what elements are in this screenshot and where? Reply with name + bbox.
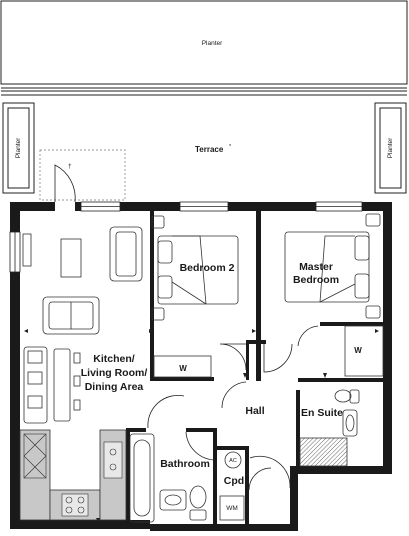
kitchen-counter xyxy=(19,429,127,521)
kitchen-door[interactable] xyxy=(147,395,185,429)
master-bed xyxy=(284,213,381,319)
master-door[interactable] xyxy=(263,343,293,373)
ensuite-label: En Suite xyxy=(301,407,343,419)
bedroom2-bed xyxy=(151,215,239,321)
front-door[interactable] xyxy=(249,455,291,489)
dining-set xyxy=(23,346,81,424)
terrace-dotted-area xyxy=(39,149,126,201)
terrace-dagger: † xyxy=(68,163,72,170)
planter-right-label: Planter xyxy=(387,137,394,158)
bedroom2-label: Bedroom 2 xyxy=(180,262,235,274)
planter-left-label: Planter xyxy=(15,137,22,158)
terrace-label: Terrace xyxy=(195,145,224,154)
sofa xyxy=(42,296,100,335)
ac-label: AC xyxy=(229,458,237,464)
coffee-table xyxy=(60,238,82,278)
ensuite-fixtures xyxy=(299,389,360,467)
kitchen-label-2: Living Room/ xyxy=(81,367,148,379)
ac-unit xyxy=(224,451,242,469)
bedroom2-wardrobe xyxy=(153,355,212,378)
bedroom2-door[interactable] xyxy=(219,343,247,371)
hall-label: Hall xyxy=(245,405,264,417)
planter-top xyxy=(0,0,408,85)
dimension-markers xyxy=(24,329,379,522)
terrace-door[interactable] xyxy=(54,164,76,203)
planter-right xyxy=(374,102,407,194)
armchair xyxy=(109,226,143,282)
master-wardrobe xyxy=(344,325,384,377)
master-label-1: Master xyxy=(299,261,333,273)
washing-machine xyxy=(219,495,245,521)
bathroom-fixtures xyxy=(129,433,207,523)
hall-door[interactable] xyxy=(221,381,247,409)
cupboard-door[interactable] xyxy=(248,467,272,491)
terrace-mark: * xyxy=(229,144,232,150)
bedroom2-wardrobe-label: W xyxy=(179,364,187,373)
kitchen-label-1: Kitchen/ xyxy=(93,353,135,365)
master-label-2: Bedroom xyxy=(293,274,339,286)
planter-left xyxy=(2,102,35,194)
wm-label: WM xyxy=(226,505,238,512)
cupboard-label: Cpd xyxy=(224,475,244,487)
planter-top-label: Planter xyxy=(202,40,223,47)
interior-walls xyxy=(126,211,383,524)
bathroom-label: Bathroom xyxy=(160,458,210,470)
tv-unit xyxy=(22,233,32,267)
master-wardrobe-label: W xyxy=(354,346,362,355)
kitchen-label-3: Dining Area xyxy=(85,381,144,393)
windows xyxy=(9,201,363,273)
bathroom-door[interactable] xyxy=(185,431,215,461)
ensuite-door[interactable] xyxy=(297,325,319,347)
exterior-walls xyxy=(10,202,392,531)
